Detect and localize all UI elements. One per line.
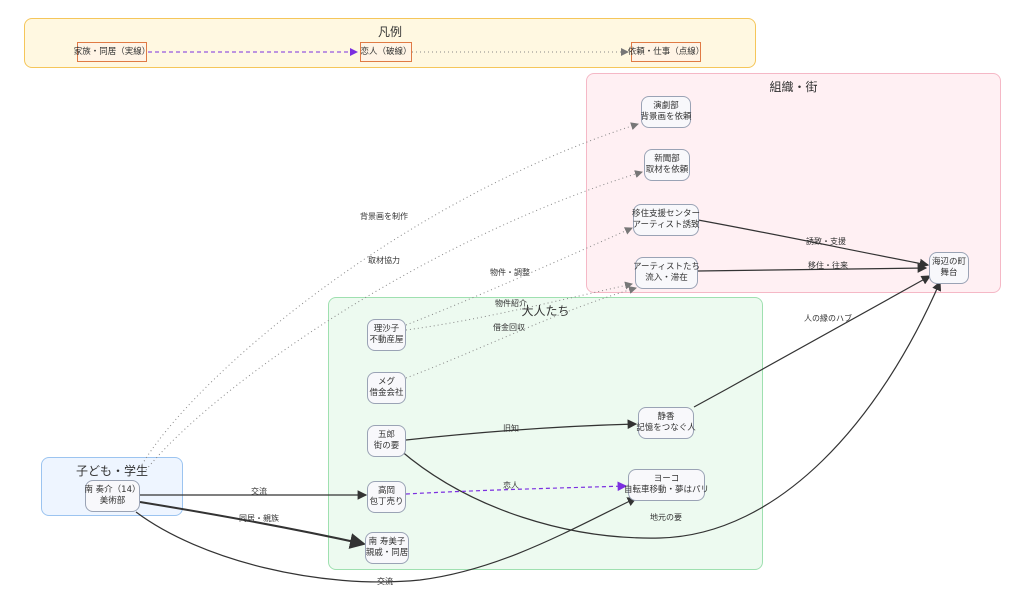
edge-sosuke-yoko [135,497,638,583]
edge-artists-town [697,263,928,273]
edge-goro-shizuka [405,419,638,441]
label-invite: 誘致・支援 [806,237,846,246]
node-meg[interactable]: メグ 借金会社 [367,372,406,404]
node-sumiko-name: 南 寿美子 [368,537,406,547]
node-goro-name: 五郎 [377,430,395,440]
node-meg-name: メグ [377,377,395,387]
legend-love-label: 恋人（破線） [360,46,412,57]
edge-sosuke-news [145,170,643,471]
node-sumiko-role: 親戚・同居 [365,548,409,558]
label-property-intro: 物件紹介 [495,299,527,308]
node-takaoka-role: 包丁売り [369,497,404,507]
node-news-role: 取材を依頼 [645,165,689,175]
node-takaoka-name: 高岡 [377,486,395,496]
node-meg-role: 借金会社 [369,388,404,398]
legend-family-label: 家族・同居（実線） [73,46,151,57]
node-shizuka-name: 静香 [657,412,675,422]
label-exchange1: 交流 [251,487,267,496]
node-risako[interactable]: 理沙子 不動産屋 [367,319,406,351]
node-takaoka[interactable]: 高岡 包丁売り [367,481,406,513]
node-risako-role: 不動産屋 [369,335,404,345]
label-background: 背景画を制作 [360,212,408,221]
node-sumiko[interactable]: 南 寿美子 親戚・同居 [365,532,409,564]
label-lover: 恋人 [503,481,519,490]
node-center-role: アーティスト誘致 [632,220,700,230]
node-sosuke-name: 南 奏介（14） [84,485,141,495]
edge-shizuka-town [693,275,932,408]
node-center[interactable]: 移住支援センター アーティスト誘致 [632,204,701,236]
node-center-name: 移住支援センター [632,209,701,219]
label-old-friend: 旧知 [503,424,519,433]
label-hub: 人の縁のハブ [804,314,852,323]
label-exchange2: 交流 [377,577,393,586]
kids-cluster-title: 子ども・学生 [75,464,148,478]
node-drama-name: 演劇部 [653,101,679,111]
legend-family: 家族・同居（実線） [74,42,150,62]
label-interview: 取材協力 [368,256,400,265]
edge-takaoka-yoko [405,481,628,495]
node-news-name: 新聞部 [654,154,680,164]
node-shizuka[interactable]: 静香 記憶をつなぐ人 [636,407,696,439]
label-local: 地元の要 [650,513,682,522]
label-property-adjust: 物件・調整 [490,268,530,277]
node-town-name: 海辺の町 [931,257,966,267]
edge-sosuke-drama [139,122,639,469]
node-artists-role: 流入・滞在 [645,273,688,283]
node-risako-name: 理沙子 [373,324,400,334]
node-yoko[interactable]: ヨーコ 自転車移動・夢はパリ [624,469,709,501]
edge-goro-town [399,280,942,539]
legend-work-label: 依頼・仕事（点線） [627,46,705,57]
node-artists[interactable]: アーティストたち 流入・滞在 [633,257,700,289]
legend-love: 恋人（破線） [360,42,412,62]
node-town-role: 舞台 [940,268,958,278]
node-shizuka-role: 記憶をつなぐ人 [636,423,696,433]
edge-center-town [697,219,930,269]
node-sosuke-role: 美術部 [99,496,126,506]
org-cluster-title: 組織・街 [769,80,818,94]
edge-sosuke-sumiko [139,501,366,549]
edge-risako-artists [405,281,633,331]
node-yoko-role: 自転車移動・夢はパリ [624,485,710,495]
node-yoko-name: ヨーコ [653,474,680,484]
node-drama[interactable]: 演劇部 背景画を依頼 [640,96,692,128]
node-drama-role: 背景画を依頼 [640,112,692,122]
node-sosuke[interactable]: 南 奏介（14） 美術部 [84,480,141,512]
node-news[interactable]: 新聞部 取材を依頼 [644,149,690,181]
label-debt: 借金回収 [493,323,525,332]
node-goro[interactable]: 五郎 街の要 [367,425,406,457]
label-family: 同居・親族 [239,514,279,523]
node-goro-role: 街の要 [373,441,400,451]
adults-cluster-title: 大人たち [521,304,570,318]
label-migrate: 移住・往来 [808,261,848,270]
node-artists-name: アーティストたち [633,262,700,272]
node-town[interactable]: 海辺の町 舞台 [929,252,969,284]
legend-title: 凡例 [377,25,402,39]
legend-work: 依頼・仕事（点線） [628,42,704,62]
